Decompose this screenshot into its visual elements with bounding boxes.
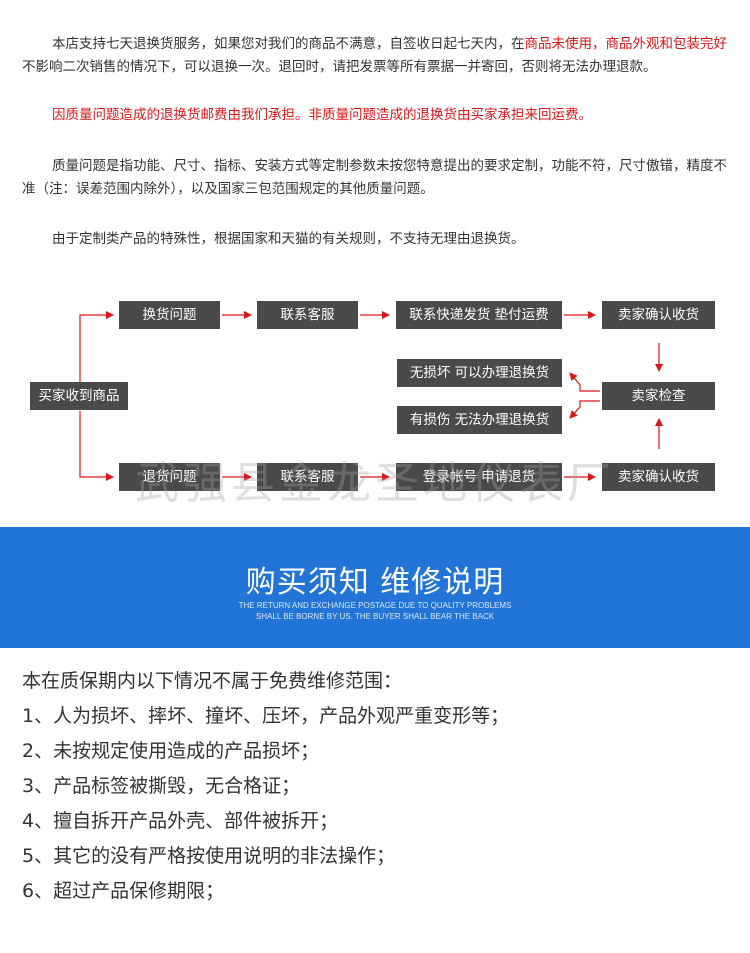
banner-subtitle-line2: SHALL BE BORNE BY US. THE BUYER SHALL BE… bbox=[255, 612, 495, 621]
banner-subtitle-line1: THE RETURN AND EXCHANGE POSTAGE DUE TO Q… bbox=[238, 601, 512, 610]
banner-subtitle: THE RETURN AND EXCHANGE POSTAGE DUE TO Q… bbox=[0, 600, 750, 622]
flow-exchange-step1: 换货问题 bbox=[119, 301, 220, 329]
flow-exchange-step4: 卖家确认收货 bbox=[602, 301, 715, 329]
list-item: 5、其它的没有严格按使用说明的非法操作； bbox=[22, 845, 396, 867]
list-item: 2、未按规定使用造成的产品损坏； bbox=[22, 740, 320, 762]
repair-exclusions: 本在质保期内以下情况不属于免费维修范围： 1、人为损坏、摔坏、撞坏、压坏，产品外… bbox=[22, 664, 734, 909]
policy-paragraph-1: 本店支持七天退换货服务，如果您对我们的商品不满意，自签收日起七天内，在商品未使用… bbox=[22, 33, 734, 79]
flow-inspect-box: 卖家检查 bbox=[602, 382, 715, 410]
flow-connectors bbox=[79, 311, 663, 481]
list-item: 3、产品标签被撕毁，无合格证； bbox=[22, 775, 301, 797]
flow-return-step4: 卖家确认收货 bbox=[602, 463, 715, 491]
flow-result-damaged: 有损伤 无法办理退换货 bbox=[397, 406, 562, 434]
policy-p1-text: 本店支持七天退换货服务，如果您对我们的商品不满意，自签收日起七天内，在 bbox=[52, 36, 525, 52]
arrow-start-to-return bbox=[79, 411, 114, 481]
arrow-inspect-to-ok bbox=[569, 372, 600, 392]
flow-return-step3: 登录帐号 申请退货 bbox=[396, 463, 562, 491]
policy-p1-highlight: 商品未使用，商品外观和包装完好 bbox=[524, 36, 728, 52]
purchase-notice-banner: 购买须知 维修说明 THE RETURN AND EXCHANGE POSTAG… bbox=[0, 527, 750, 648]
arrow-inspect-to-damaged bbox=[569, 400, 600, 419]
policy-paragraph-2: 因质量问题造成的退换货邮费由我们承担。非质量问题造成的退换货由买家承担来回运费。 bbox=[52, 107, 592, 123]
policy-paragraph-3: 质量问题是指功能、尺寸、指标、安装方式等定制参数未按您特意提出的要求定制，功能不… bbox=[22, 158, 727, 197]
banner-title: 购买须知 维修说明 bbox=[245, 565, 505, 600]
policy-paragraph-4: 由于定制类产品的特殊性，根据国家和天猫的有关规则，不支持无理由退换货。 bbox=[52, 231, 525, 247]
return-exchange-flowchart: 买家收到商品 换货问题 联系客服 联系快递发货 垫付运费 卖家确认收货 无损坏 … bbox=[0, 285, 750, 500]
list-item: 1、人为损坏、摔坏、撞坏、压坏，产品外观严重变形等； bbox=[22, 705, 510, 727]
flow-return-step1: 退货问题 bbox=[119, 463, 220, 491]
flow-return-step2: 联系客服 bbox=[257, 463, 358, 491]
flow-exchange-step2: 联系客服 bbox=[257, 301, 358, 329]
flow-result-ok: 无损坏 可以办理退换货 bbox=[397, 359, 562, 387]
repair-heading: 本在质保期内以下情况不属于免费维修范围： bbox=[22, 670, 403, 692]
flow-exchange-step3: 联系快递发货 垫付运费 bbox=[396, 301, 562, 329]
policy-p1-rest: 不影响二次销售的情况下，可以退换一次。退回时，请把发票等所有票据一并寄回，否则将… bbox=[22, 59, 657, 75]
list-item: 6、超过产品保修期限； bbox=[22, 880, 225, 902]
arrow-start-to-exchange bbox=[79, 311, 114, 382]
list-item: 4、擅自拆开产品外壳、部件被拆开； bbox=[22, 810, 339, 832]
flow-start-box: 买家收到商品 bbox=[30, 382, 128, 410]
